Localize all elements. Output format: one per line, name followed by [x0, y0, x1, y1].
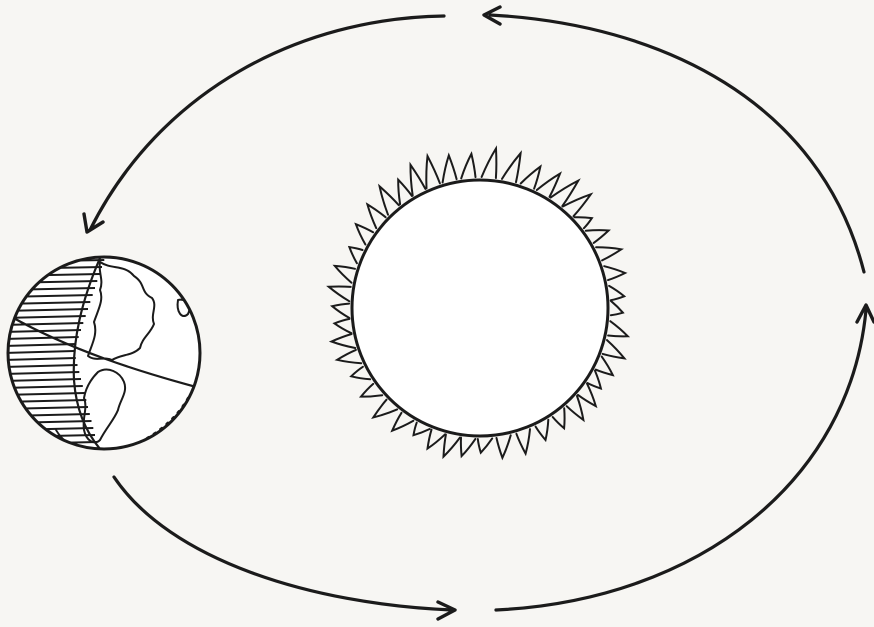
sun-flame [482, 149, 497, 179]
sun-flame [461, 438, 476, 457]
sun-flame [332, 304, 349, 318]
sun-flame [337, 350, 361, 363]
sun-flame [478, 438, 492, 452]
sun-flame [497, 435, 511, 458]
sun-flame [608, 321, 628, 336]
sun-flame [410, 165, 425, 196]
sun-flame [596, 247, 621, 260]
sun-flame [521, 167, 541, 189]
sun-icon [329, 149, 628, 458]
sun-flame [604, 266, 625, 280]
sun-flame [516, 429, 530, 454]
sun-flame [502, 153, 521, 182]
sun-flame [428, 430, 446, 449]
sun-flame [426, 156, 440, 188]
sun-flame [603, 340, 625, 358]
sun-flame [461, 154, 475, 179]
sun-flame [335, 266, 355, 283]
sun-flame [329, 286, 351, 301]
orbit-arc-bottom-left [114, 477, 452, 610]
earth-icon [4, 257, 200, 449]
sun-flame [611, 301, 623, 315]
sun-flame [443, 155, 457, 182]
sun-disc [352, 180, 608, 436]
sun-flame [335, 319, 352, 333]
sun-flame [609, 286, 624, 300]
sun-flame [332, 334, 356, 348]
sun-flame [444, 435, 461, 457]
